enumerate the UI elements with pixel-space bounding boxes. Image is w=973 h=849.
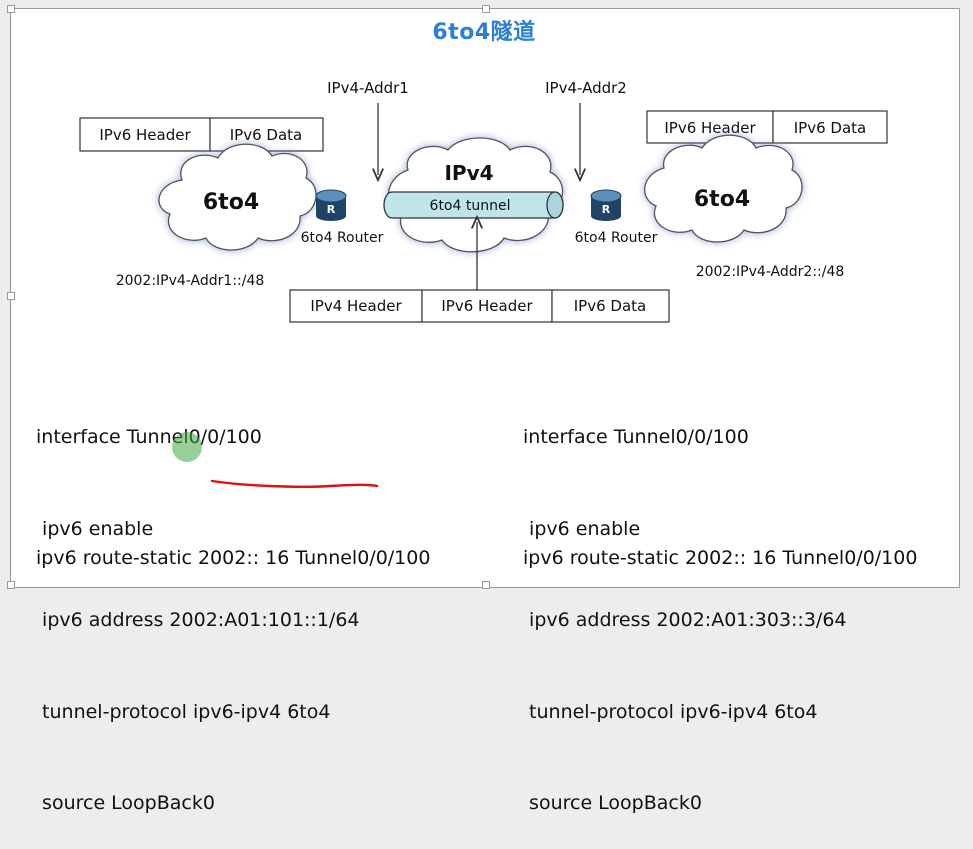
ipv6-header-cell: IPv6 Header xyxy=(441,297,533,315)
resize-handle[interactable] xyxy=(482,581,490,589)
right-router-icon: R xyxy=(590,189,622,221)
left-ipv6-packet: IPv6 Header IPv6 Data xyxy=(79,117,324,152)
pointer-highlight xyxy=(172,432,202,462)
config-line: source LoopBack0 xyxy=(36,792,215,814)
left-router-label: 6to4 Router xyxy=(301,230,384,246)
left-ipv6-data: IPv6 Data xyxy=(230,126,302,144)
left-6to4-cloud: 6to4 xyxy=(158,143,317,251)
tunnel-diagram: IPv4-Addr1 IPv4-Addr2 IPv6 Header IPv6 D… xyxy=(79,79,888,488)
config-line: ipv6 enable xyxy=(36,517,154,540)
config-line: interface Tunnel0/0/100 xyxy=(36,426,262,448)
config-line: ipv6 enable xyxy=(523,517,641,540)
right-cloud-label: 6to4 xyxy=(694,187,750,212)
left-config-block: interface Tunnel0/0/100 ipv6 enable ipv6… xyxy=(36,361,360,849)
left-prefix: 2002:IPv4-Addr1::/48 xyxy=(116,273,265,289)
ipv4-cloud-label: IPv4 xyxy=(444,161,493,185)
ipv6-data-cell: IPv6 Data xyxy=(574,297,646,315)
left-route-static: ipv6 route-static 2002:: 16 Tunnel0/0/10… xyxy=(36,547,431,569)
right-router-label: 6to4 Router xyxy=(575,230,658,246)
config-line: tunnel-protocol ipv6-ipv4 6to4 xyxy=(36,700,331,723)
right-config-block: interface Tunnel0/0/100 ipv6 enable ipv6… xyxy=(523,361,847,849)
config-line: tunnel-protocol ipv6-ipv4 6to4 xyxy=(523,700,818,723)
encapsulated-packet: IPv4 Header IPv6 Header IPv6 Data xyxy=(289,289,670,323)
right-ipv6-header: IPv6 Header xyxy=(664,119,756,137)
right-ipv6-packet: IPv6 Header IPv6 Data xyxy=(646,110,888,144)
ipv4-header-cell: IPv4 Header xyxy=(310,297,402,315)
svg-text:R: R xyxy=(602,203,611,216)
resize-handle[interactable] xyxy=(7,5,15,13)
tunnel-label: 6to4 tunnel xyxy=(430,198,511,214)
right-6to4-cloud: 6to4 xyxy=(644,134,803,243)
config-line: ipv6 address 2002:A01:303::3/64 xyxy=(523,609,847,631)
ipv4-addr2-label: IPv4-Addr2 xyxy=(545,79,627,97)
right-route-static: ipv6 route-static 2002:: 16 Tunnel0/0/10… xyxy=(523,547,918,569)
config-line: source LoopBack0 xyxy=(523,792,702,814)
red-underline-annotation xyxy=(210,479,379,488)
right-prefix: 2002:IPv4-Addr2::/48 xyxy=(696,264,845,280)
resize-handle[interactable] xyxy=(7,581,15,589)
left-cloud-label: 6to4 xyxy=(203,190,259,215)
config-line: interface Tunnel0/0/100 xyxy=(523,426,749,448)
resize-handle[interactable] xyxy=(7,292,15,300)
slide-title: 6to4隧道 xyxy=(432,20,536,45)
left-router-icon: R xyxy=(315,189,347,221)
resize-handle[interactable] xyxy=(482,5,490,13)
left-ipv6-header: IPv6 Header xyxy=(99,126,191,144)
right-ipv6-data: IPv6 Data xyxy=(794,119,866,137)
svg-text:R: R xyxy=(327,203,336,216)
ipv4-addr1-label: IPv4-Addr1 xyxy=(327,79,409,97)
tunnel-cylinder: 6to4 tunnel xyxy=(383,191,564,219)
config-line: ipv6 address 2002:A01:101::1/64 xyxy=(36,609,360,631)
